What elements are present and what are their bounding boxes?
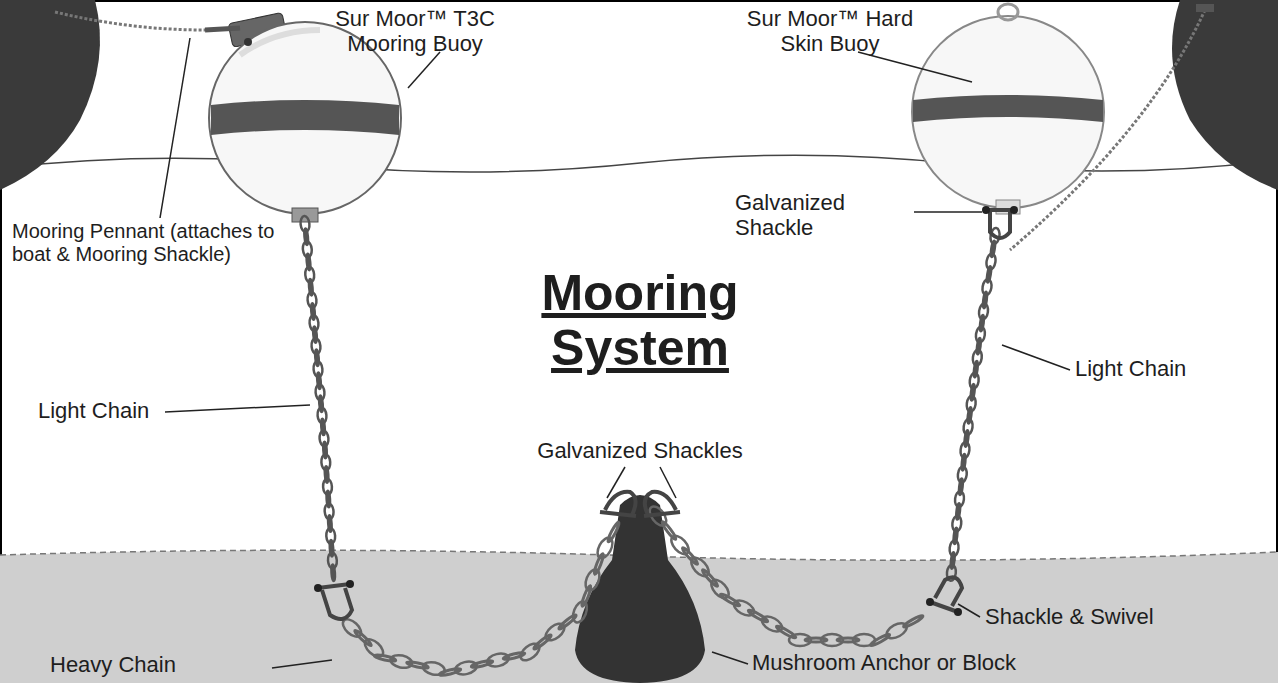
- chain-link: [607, 521, 621, 542]
- chain-link: [903, 614, 924, 628]
- chains: [300, 216, 1001, 677]
- boat-hull: [0, 0, 100, 190]
- boat-hull: [1172, 0, 1278, 190]
- chain-link: [701, 569, 719, 588]
- callout-label: Mooring Pennant (attaches to boat & Moor…: [12, 220, 287, 266]
- chain-link: [805, 638, 827, 642]
- callout-label: Light Chain: [1075, 356, 1255, 381]
- callout-label: Galvanized Shackle: [735, 190, 910, 241]
- diagram-title: Mooring System: [480, 266, 800, 376]
- hard-skin-buoy: [912, 4, 1104, 214]
- chain-link: [837, 638, 859, 642]
- callout-label: Galvanized Shackles: [490, 438, 790, 463]
- mushroom-anchor: [575, 495, 705, 683]
- callout-label: Light Chain: [38, 398, 218, 423]
- chain-link: [688, 555, 712, 579]
- chain-link: [668, 533, 692, 557]
- chain-link: [661, 521, 677, 541]
- chain-link: [331, 565, 335, 581]
- chain-link: [681, 547, 699, 566]
- chain-link: [354, 629, 373, 647]
- callout-label: Heavy Chain: [50, 652, 270, 677]
- shackles: [318, 210, 1014, 619]
- callout-label: Sur Moor™ T3C Mooring Buoy: [325, 6, 505, 57]
- callout-label: Mushroom Anchor or Block: [752, 650, 1232, 675]
- cleat: [1196, 4, 1214, 12]
- callout-label: Shackle & Swivel: [985, 604, 1255, 629]
- callout-label: Sur Moor™ Hard Skin Buoy: [735, 6, 925, 57]
- shackle-pins: [314, 206, 1018, 616]
- mooring-pennant: [55, 12, 205, 30]
- chain-link: [775, 625, 796, 639]
- chain-link: [533, 634, 553, 651]
- leader-lines: [160, 38, 1070, 668]
